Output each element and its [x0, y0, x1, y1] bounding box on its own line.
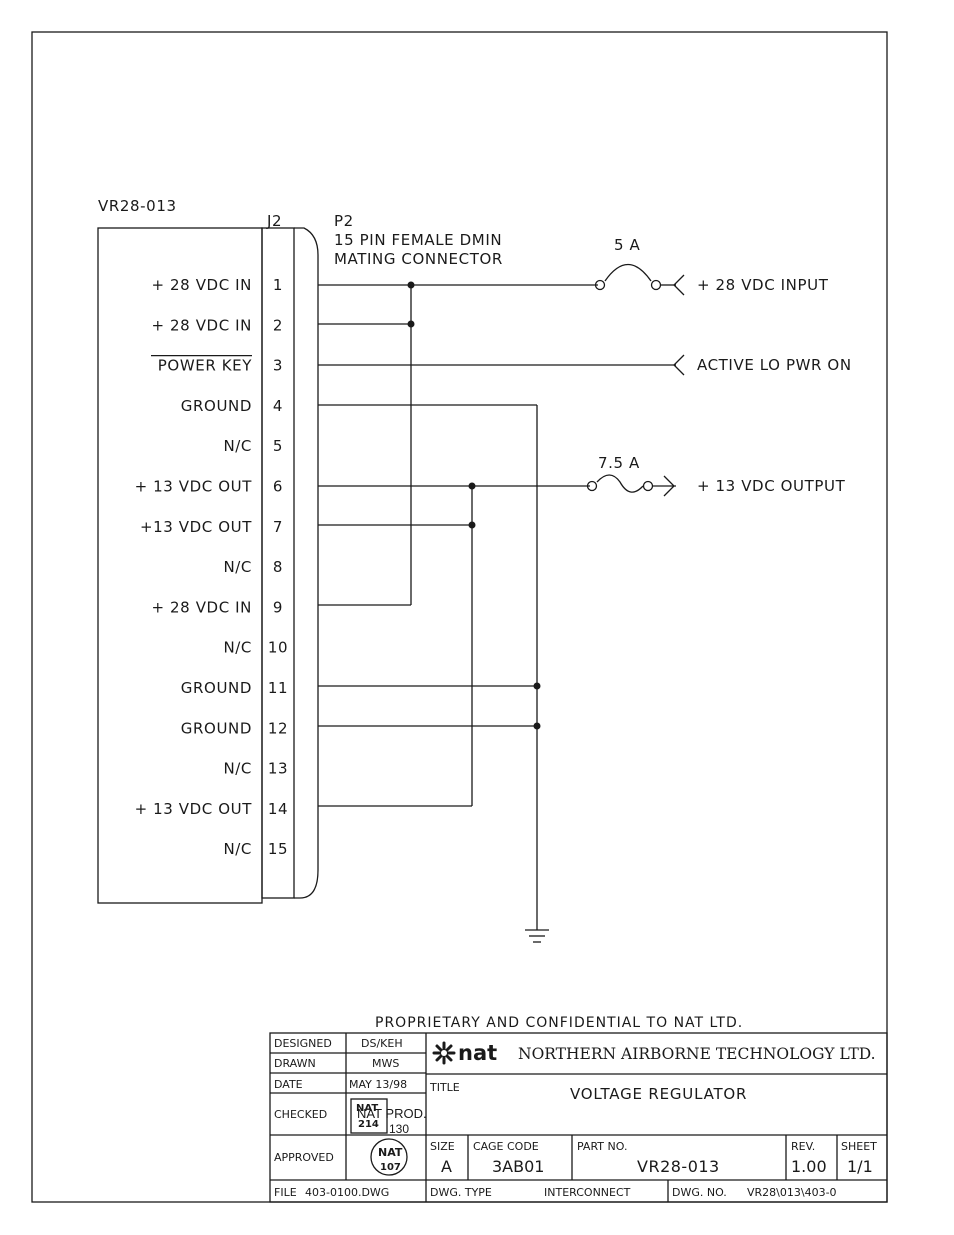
dwg-no-label: DWG. NO. — [672, 1186, 727, 1199]
drawn-label: DRAWN — [274, 1057, 316, 1070]
pin-number-8: 8 — [273, 558, 283, 576]
device-label: VR28-013 — [98, 197, 177, 215]
pin-number-4: 4 — [273, 397, 283, 415]
designed-label: DESIGNED — [274, 1037, 332, 1050]
cage-code-value: 3AB01 — [492, 1157, 544, 1176]
pin-name-5: N/C — [223, 437, 252, 455]
size-label: SIZE — [430, 1140, 455, 1153]
dwg-type-value: INTERCONNECT — [544, 1186, 631, 1199]
pin-name-8: N/C — [223, 558, 252, 576]
part-no-value: VR28-013 — [637, 1157, 720, 1176]
nat-logo: nat — [432, 1041, 497, 1065]
cage-code-label: CAGE CODE — [473, 1140, 539, 1153]
j2-connector — [261, 227, 295, 899]
output-signal-label: + 13 VDC OUTPUT — [697, 477, 846, 495]
pin-name-1: + 28 VDC IN — [152, 276, 253, 294]
fuse-input-rating: 5 A — [614, 236, 641, 254]
checked-overlay: NAT PROD. — [357, 1106, 427, 1121]
power-signal-label: ACTIVE LO PWR ON — [697, 356, 852, 374]
pin-name-15: N/C — [223, 840, 252, 858]
pin-number-10: 10 — [268, 639, 288, 657]
p2-description-line1: 15 PIN FEMALE DMIN — [334, 231, 502, 249]
designed-value: DS/KEH — [361, 1037, 403, 1050]
pin-number-5: 5 — [273, 437, 283, 455]
date-value: MAY 13/98 — [349, 1078, 407, 1091]
checked-overlay-num: 130 — [389, 1122, 409, 1136]
approved-stamp-num: 107 — [380, 1162, 401, 1173]
size-value: A — [441, 1157, 452, 1176]
approved-stamp-top: NAT — [378, 1146, 403, 1159]
file-value: 403-0100.DWG — [305, 1186, 389, 1199]
junction-dot — [407, 320, 415, 328]
pin-number-2: 2 — [273, 316, 283, 334]
date-label: DATE — [274, 1078, 303, 1091]
pin-number-14: 14 — [268, 800, 288, 818]
pin-name-4: GROUND — [181, 397, 252, 415]
checked-stamp: NAT 214 — [350, 1098, 388, 1134]
sheet-value: 1/1 — [847, 1157, 873, 1176]
pin-name-14: + 13 VDC OUT — [135, 800, 253, 818]
pin-number-3: 3 — [273, 357, 283, 375]
checked-stamp-num: 214 — [358, 1119, 379, 1130]
drawn-value: MWS — [372, 1057, 399, 1070]
pin-number-15: 15 — [268, 840, 288, 858]
input-signal-label: + 28 VDC INPUT — [697, 276, 829, 294]
pin-name-2: + 28 VDC IN — [152, 316, 253, 334]
pin-name-11: GROUND — [181, 679, 252, 697]
j2-label: J2 — [266, 212, 282, 230]
p2-connector — [294, 227, 319, 899]
fuse-output-symbol — [586, 474, 676, 497]
junction-dot — [533, 722, 541, 730]
pin-number-9: 9 — [273, 598, 283, 616]
junction-dot — [533, 682, 541, 690]
p2-description-line2: MATING CONNECTOR — [334, 250, 503, 268]
wiring — [318, 281, 676, 930]
pin-name-12: GROUND — [181, 719, 252, 737]
junction-dot — [407, 281, 415, 289]
file-label: FILE — [274, 1186, 297, 1199]
pin-number-13: 13 — [268, 760, 288, 778]
pin-name-3: POWER KEY — [158, 357, 252, 375]
title-label: TITLE — [429, 1081, 460, 1094]
junction-dot — [468, 521, 476, 529]
checked-label: CHECKED — [274, 1108, 327, 1121]
title-block — [269, 1032, 888, 1203]
pin-number-12: 12 — [268, 719, 288, 737]
logo-text: nat — [458, 1041, 497, 1065]
junction-dot — [468, 482, 476, 490]
pin-number-1: 1 — [273, 276, 283, 294]
pin-name-7: +13 VDC OUT — [140, 518, 252, 536]
company-name: NORTHERN AIRBORNE TECHNOLOGY LTD. — [518, 1045, 876, 1063]
pin-name-9: + 28 VDC IN — [152, 598, 253, 616]
pin-number-7: 7 — [273, 518, 283, 536]
dwg-type-label: DWG. TYPE — [430, 1186, 492, 1199]
dwg-no-value: VR28\013\403-0 — [747, 1186, 837, 1199]
pin-number-11: 11 — [268, 679, 288, 697]
p2-label: P2 — [334, 212, 354, 230]
approved-label: APPROVED — [274, 1151, 334, 1164]
power-connector-symbol — [673, 354, 685, 376]
fuse-input-symbol — [594, 264, 685, 296]
checked-stamp-top: NAT — [356, 1103, 378, 1114]
part-no-label: PART NO. — [577, 1140, 627, 1153]
ground-symbol — [525, 929, 549, 943]
pin-name-13: N/C — [223, 760, 252, 778]
rev-label: REV. — [791, 1140, 815, 1153]
pin-name-10: N/C — [223, 639, 252, 657]
pin-number-6: 6 — [273, 478, 283, 496]
pin-name-6: + 13 VDC OUT — [135, 478, 253, 496]
rev-value: 1.00 — [791, 1157, 827, 1176]
sheet-label: SHEET — [841, 1140, 877, 1153]
proprietary-notice: PROPRIETARY AND CONFIDENTIAL TO NAT LTD. — [375, 1015, 743, 1031]
approved-stamp: NAT 107 — [370, 1138, 408, 1176]
title-value: VOLTAGE REGULATOR — [570, 1085, 747, 1103]
fuse-output-rating: 7.5 A — [598, 454, 640, 472]
